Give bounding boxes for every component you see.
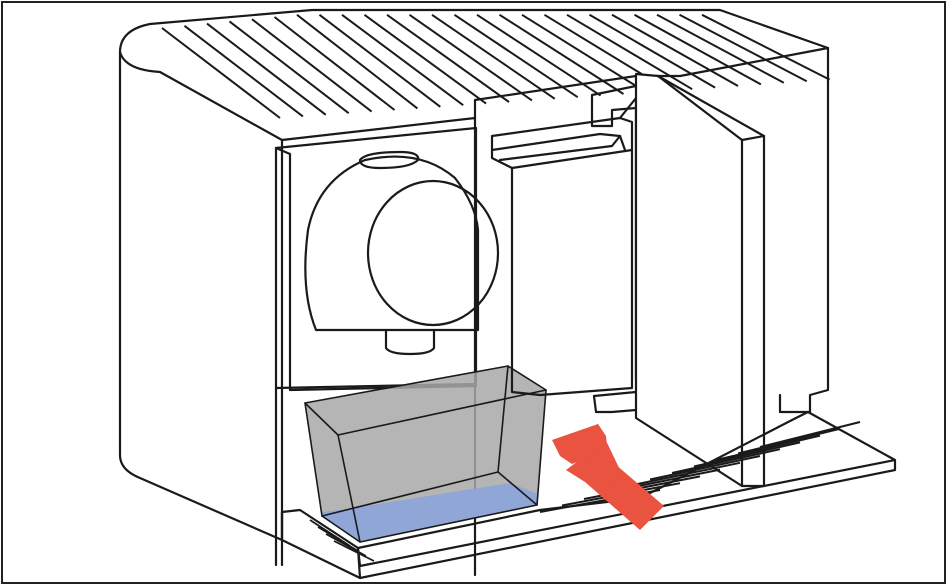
vent-slat — [679, 13, 808, 83]
vent-slat — [386, 13, 510, 103]
top-vent-grille — [161, 13, 831, 119]
tray-slat — [649, 455, 761, 481]
vent-slat — [228, 20, 350, 114]
side-door-open — [634, 72, 766, 488]
vent-slat — [453, 13, 579, 99]
brew-head — [304, 150, 500, 356]
vent-slat — [566, 13, 693, 91]
container-water-level — [322, 483, 538, 542]
tray-slat — [693, 441, 801, 468]
vent-slat — [611, 13, 739, 87]
tray-slat — [715, 434, 821, 461]
tray-slat — [780, 462, 874, 548]
tray-slat — [325, 533, 367, 557]
vent-slat — [588, 13, 716, 89]
vent-slat — [183, 25, 304, 118]
container-edges — [304, 365, 547, 543]
tray-slat — [737, 427, 841, 455]
vent-slat — [363, 13, 487, 105]
vent-slat — [431, 13, 556, 100]
vent-slat — [273, 16, 396, 111]
capsule-container — [304, 365, 547, 543]
vent-slat — [498, 13, 625, 95]
vent-slat — [251, 18, 373, 113]
vent-slat — [656, 13, 785, 84]
vent-slat — [408, 13, 533, 102]
insert-arrow-icon-body — [552, 424, 622, 486]
vent-slat — [634, 13, 762, 86]
tray-slat — [759, 421, 861, 448]
vent-slat — [296, 14, 419, 110]
vent-slat — [318, 14, 441, 108]
vent-slat — [341, 13, 464, 107]
vent-slat — [476, 13, 602, 97]
vent-slat — [206, 22, 327, 116]
tray-slat — [627, 461, 741, 487]
tray-slat — [333, 540, 375, 562]
tray-slat — [671, 448, 781, 474]
vent-slat — [161, 27, 281, 119]
vent-slat — [521, 13, 647, 94]
vent-slat — [701, 13, 831, 81]
